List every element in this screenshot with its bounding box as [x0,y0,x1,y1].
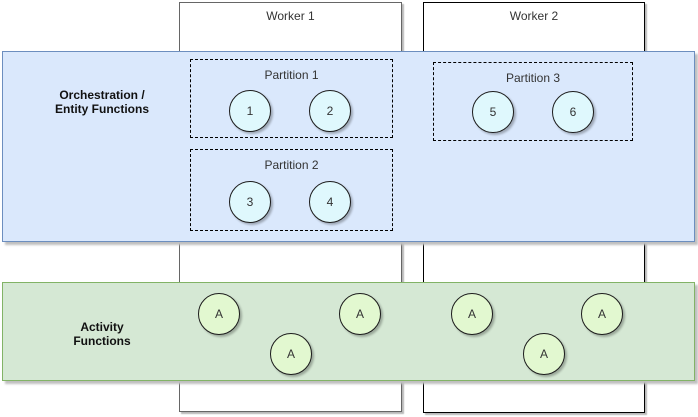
worker-2-label: Worker 2 [509,9,559,23]
activity-node-3: A [339,293,381,335]
activity-node-4: A [451,293,493,335]
partition-1-box: Partition 1 [190,59,393,138]
entity-node-6: 6 [552,91,594,133]
orchestration-band-label: Orchestration / Entity Functions [2,88,202,116]
entity-node-5: 5 [472,91,514,133]
orchestration-band-label-line2: Entity Functions [55,102,149,116]
partition-3-label: Partition 3 [505,71,561,85]
partition-2-label: Partition 2 [264,158,319,172]
activity-node-2: A [270,333,312,375]
activity-node-5: A [523,333,565,375]
activity-node-6: A [581,293,623,335]
entity-node-4: 4 [309,181,351,223]
entity-node-2: 2 [309,90,351,132]
activity-band-label: Activity Functions [2,320,202,348]
activity-node-1: A [198,293,240,335]
activity-band-label-line1: Activity [80,320,124,334]
worker-1-label: Worker 1 [266,9,315,23]
partition-3-box: Partition 3 [433,62,633,141]
partition-2-box: Partition 2 [190,149,393,231]
activity-band-label-line2: Functions [73,334,131,348]
orchestration-band-label-line1: Orchestration / [59,88,145,102]
partition-1-label: Partition 1 [264,68,319,82]
entity-node-3: 3 [229,181,271,223]
entity-node-1: 1 [229,90,271,132]
